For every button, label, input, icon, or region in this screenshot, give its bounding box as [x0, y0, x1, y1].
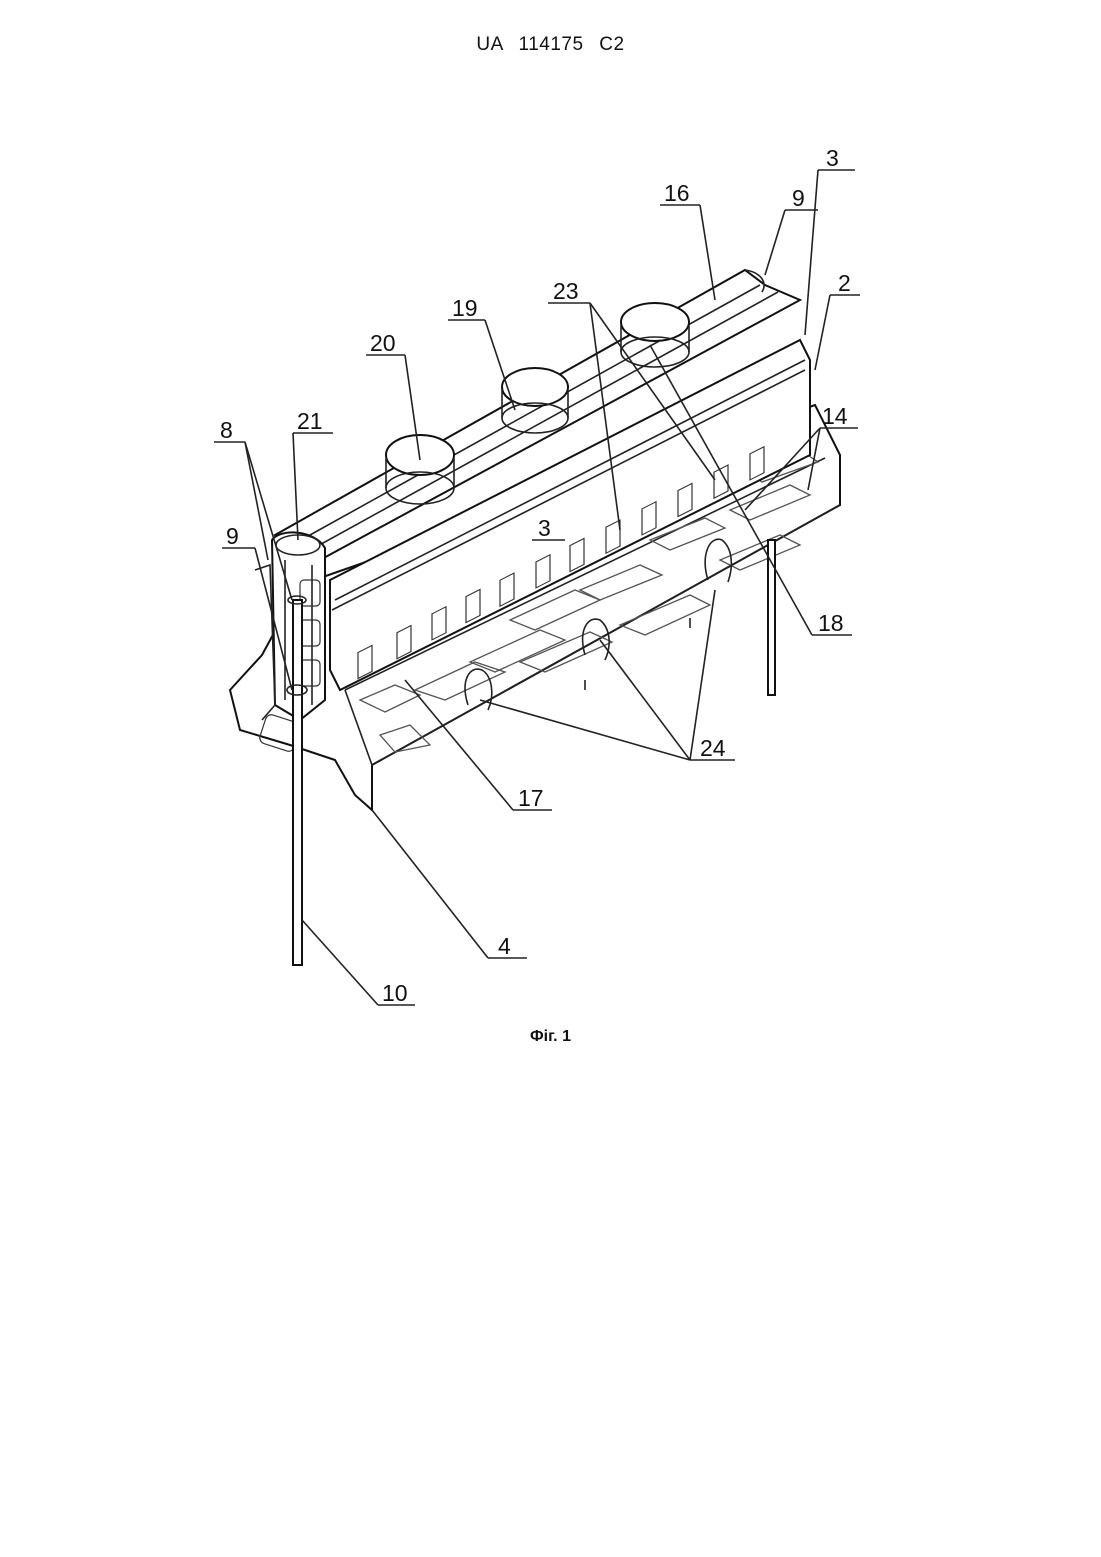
label-18: 18 — [818, 610, 844, 636]
label-24: 24 — [700, 735, 726, 761]
label-8: 8 — [220, 417, 233, 443]
label-23: 23 — [553, 278, 579, 304]
label-17: 17 — [518, 785, 544, 811]
label-4: 4 — [498, 933, 511, 959]
label-10: 10 — [382, 980, 408, 1006]
device-body — [230, 270, 840, 965]
label-2: 2 — [838, 270, 851, 296]
label-16: 16 — [664, 180, 690, 206]
label-19: 19 — [452, 295, 478, 321]
label-3-middle: 3 — [538, 515, 551, 541]
label-9-left: 9 — [226, 523, 239, 549]
label-14: 14 — [822, 403, 848, 429]
label-20: 20 — [370, 330, 396, 356]
label-9-top: 9 — [792, 185, 805, 211]
figure-caption: Фіг. 1 — [0, 1028, 1101, 1046]
label-3-top: 3 — [826, 145, 839, 171]
label-21: 21 — [297, 408, 323, 434]
